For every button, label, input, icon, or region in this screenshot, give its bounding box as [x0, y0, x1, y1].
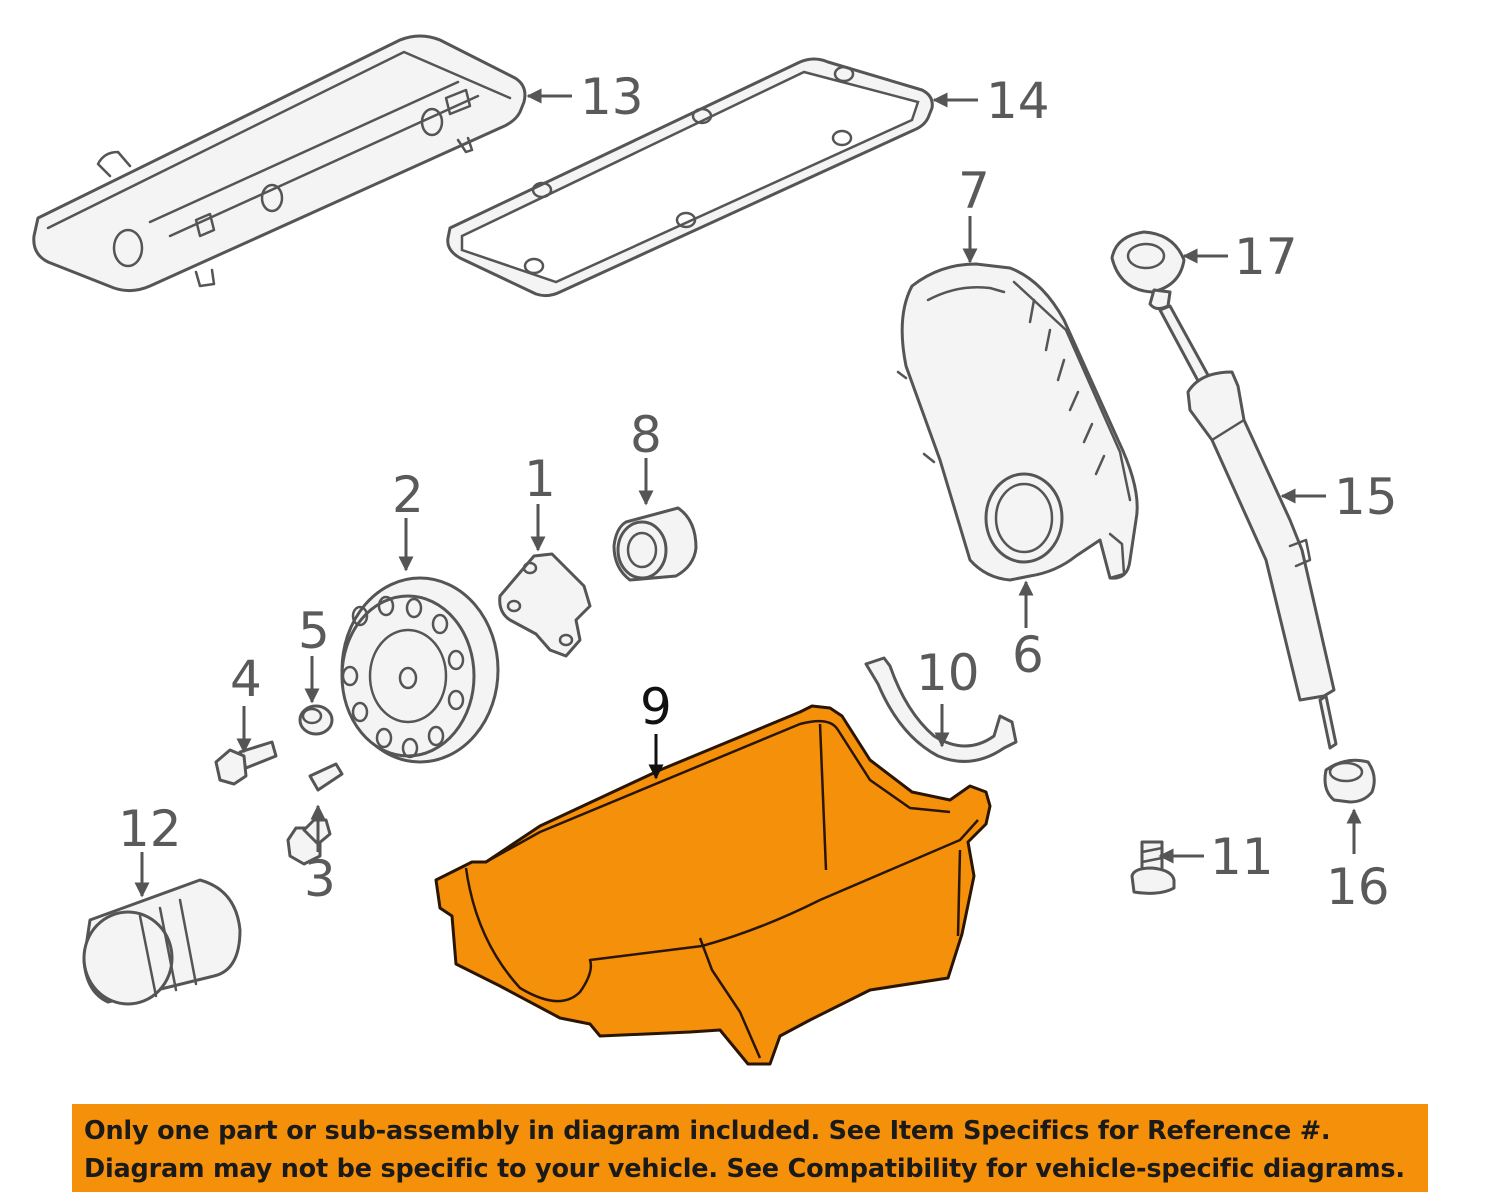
part-13-engine-cover: [32, 34, 527, 293]
part-15-dipstick-tube: [1158, 304, 1338, 750]
part-11-bolt: [1130, 840, 1176, 895]
part-1-bracket: [498, 552, 592, 658]
callout-9: 9: [640, 678, 672, 736]
callout-12: 12: [118, 800, 182, 858]
callout-11: 11: [1210, 828, 1274, 886]
callout-17: 17: [1234, 228, 1298, 286]
callout-5: 5: [298, 602, 330, 660]
callout-4: 4: [230, 650, 262, 708]
part-8-bushing: [612, 506, 698, 582]
part-4-bolt: [214, 740, 278, 786]
callout-15: 15: [1334, 468, 1398, 526]
disclaimer-line-1: Only one part or sub-assembly in diagram…: [84, 1116, 1331, 1146]
part-17-oil-fill-cap: [1110, 230, 1186, 311]
leader-lines: [134, 88, 1362, 898]
callout-8: 8: [630, 406, 662, 464]
disclaimer-banner: Only one part or sub-assembly in diagram…: [72, 1104, 1428, 1192]
part-3-bolt: [286, 762, 344, 866]
part-2-flexplate: [340, 576, 500, 764]
callout-3: 3: [304, 850, 336, 908]
callout-6: 6: [1012, 626, 1044, 684]
callout-14: 14: [986, 72, 1050, 130]
callout-16: 16: [1326, 858, 1390, 916]
part-12-oil-filter: [82, 878, 242, 1006]
callout-7: 7: [958, 162, 990, 220]
part-16-grommet: [1323, 758, 1376, 804]
callout-2: 2: [392, 466, 424, 524]
callout-13: 13: [580, 68, 644, 126]
part-5-washer: [298, 704, 334, 736]
part-14-gasket: [446, 57, 934, 298]
part-9-oil-pan: [434, 704, 992, 1066]
disclaimer-line-2: Diagram may not be specific to your vehi…: [84, 1154, 1405, 1184]
part-7-timing-cover: [896, 262, 1139, 582]
callout-labels: 13 14 7 17 15 6 8 1 2 5 4 3 12 10 11 16 …: [118, 68, 1398, 916]
callout-10: 10: [916, 644, 980, 702]
callout-1: 1: [524, 450, 556, 508]
